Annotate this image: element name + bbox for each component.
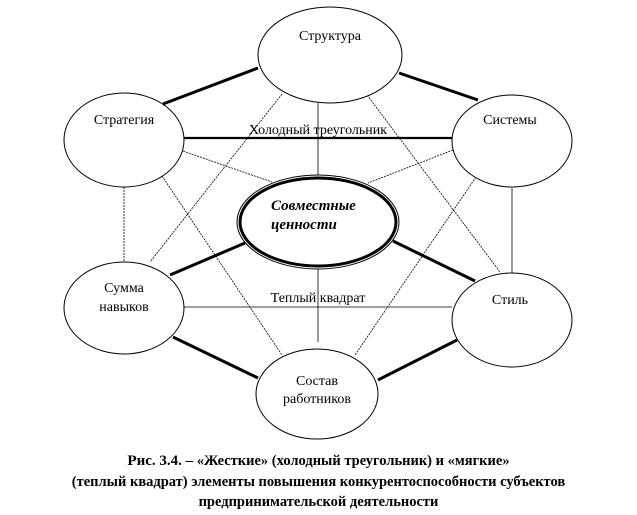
node-structure-label: Структура [299, 29, 362, 44]
caption-line-2: (теплый квадрат) элементы повышения конк… [71, 473, 566, 490]
connector-staff-style [377, 338, 458, 382]
diagram-canvas: Холодный треугольник Теплый квадрат Стру… [63, 6, 573, 440]
caption-line-3: предпринимательской деятельности [198, 494, 439, 510]
node-skills-label-1: Сумма [104, 281, 144, 296]
connector-systems-center [367, 149, 454, 184]
node-strategy: Стратегия [63, 92, 185, 188]
connector-structure-strategy [162, 66, 259, 106]
label-warm-square: Теплый квадрат [271, 291, 366, 306]
node-skills-label-2: навыков [99, 300, 149, 315]
caption-line-1: Рис. 3.4. – «Жесткие» (холодный треуголь… [0, 451, 637, 472]
connector-center-skills [169, 241, 246, 277]
node-strategy-label: Стратегия [94, 113, 155, 128]
node-systems-label: Системы [483, 113, 537, 128]
connector-skills-staff [172, 335, 259, 380]
connector-structure-systems [398, 71, 479, 102]
figure-caption: Рис. 3.4. – «Жесткие» (холодный треуголь… [0, 451, 637, 513]
caption-prefix: Рис. 3.4. – [127, 453, 194, 469]
connector-strategy-center [182, 150, 273, 183]
node-shared-values-label-1: Совместные [271, 198, 356, 214]
connector-center-style [392, 239, 476, 283]
label-cold-triangle: Холодный треугольник [249, 123, 387, 138]
node-staff-label-2: работников [283, 392, 351, 407]
node-staff-label-1: Состав [296, 374, 338, 389]
node-structure: Структура [257, 6, 403, 104]
node-style-label: Стиль [492, 293, 528, 308]
node-systems: Системы [451, 94, 573, 188]
connector-structure-skills [149, 93, 283, 263]
connector-structure-style [366, 94, 501, 273]
node-style: Стиль [451, 272, 573, 368]
node-shared-values-label-2: ценности [271, 217, 337, 233]
node-shared-values: Совместные ценности [236, 174, 400, 270]
node-skills: Сумма навыков [63, 261, 185, 355]
caption-line-1-text: «Жесткие» (холодный треугольник) и «мягк… [193, 453, 510, 469]
node-staff: Состав работников [255, 348, 379, 440]
